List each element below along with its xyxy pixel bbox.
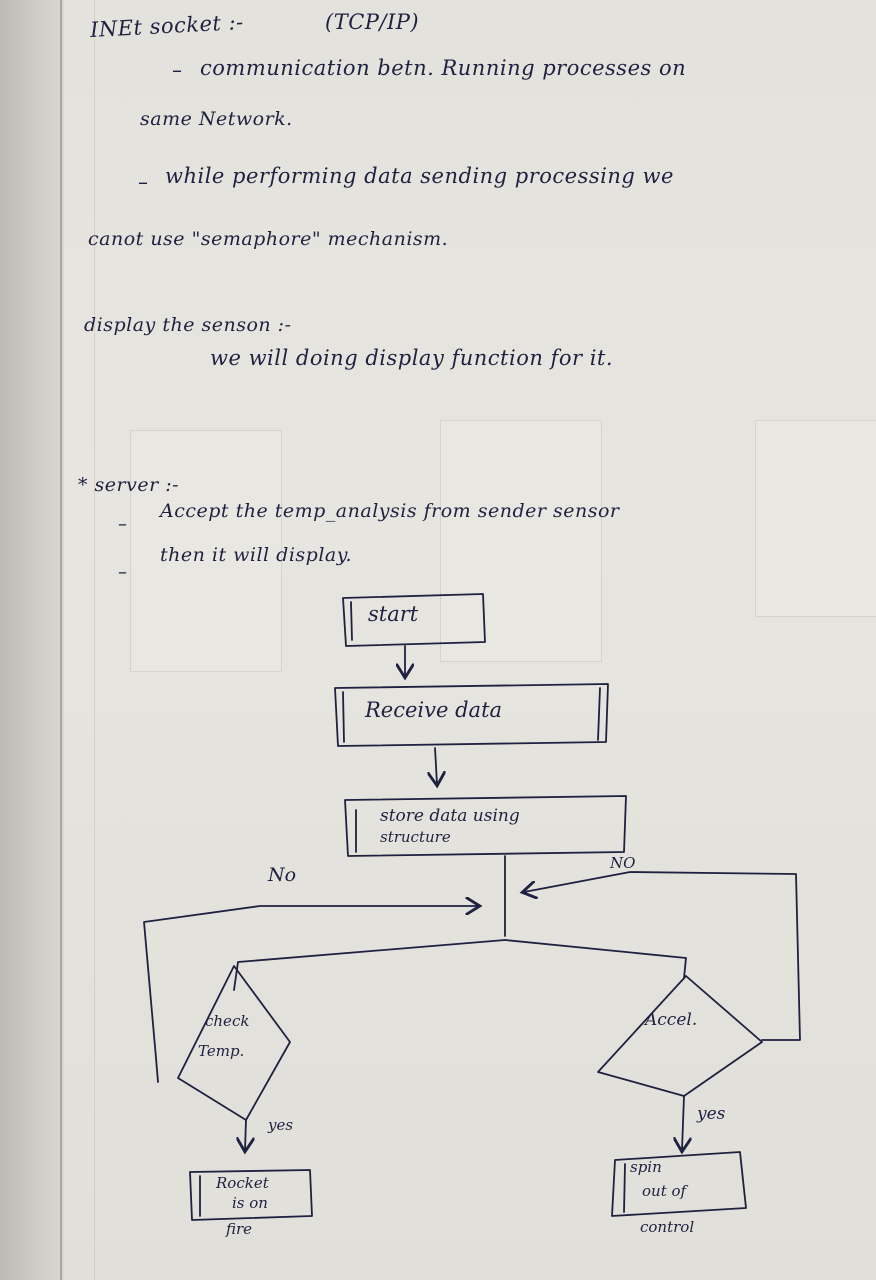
bleed-through-box [440, 420, 602, 662]
start-box-left-double [350, 601, 353, 641]
spin-label-line3: control [640, 1218, 695, 1236]
server-line-2: then it will display. [160, 544, 352, 566]
store-label-line1: store data using [380, 806, 520, 826]
arrow-check-yes [245, 1119, 246, 1150]
start-box [342, 593, 486, 647]
server-heading: * server :- [78, 474, 180, 496]
inet-protocol: (TCP/IP) [325, 10, 420, 34]
rocket-label-line2: is on [232, 1194, 268, 1212]
bullet-dash: – [138, 170, 148, 194]
arrow-receive-to-store [435, 747, 437, 784]
inet-line-2: same Network. [140, 108, 293, 130]
line-to-check-branch [233, 939, 506, 991]
inet-line-4: canot use "semaphore" mechanism. [88, 228, 449, 250]
no-label-left: No [268, 864, 297, 886]
bullet-dash: – [118, 562, 127, 583]
no-label-right: NO [610, 854, 636, 872]
no-loop-left [143, 906, 478, 1083]
store-label-line2: structure [380, 828, 451, 846]
bleed-through-box [130, 430, 282, 672]
store-box [344, 795, 627, 857]
arrow-accel-yes [682, 1095, 684, 1150]
no-loop-right [524, 871, 801, 1041]
margin-line [94, 0, 95, 1280]
display-line-1: we will doing display function for it. [210, 346, 614, 370]
notebook-spine [0, 0, 64, 1280]
check-label-line2: Temp. [198, 1042, 245, 1060]
check-label-line1: check [205, 1012, 250, 1030]
inet-line-1: communication betn. Running processes on [200, 56, 687, 80]
accel-label: Accel. [645, 1010, 698, 1030]
server-line-1: Accept the temp_analysis from sender sen… [160, 500, 620, 522]
receive-box [334, 683, 609, 747]
rocket-box [189, 1169, 313, 1221]
receive-box-right-double [597, 687, 601, 741]
receive-box-left-double [342, 691, 345, 743]
line-to-accel-branch [504, 939, 687, 979]
display-heading: display the senson :- [84, 314, 292, 336]
rocket-label-line3: fire [226, 1220, 253, 1238]
yes-label-right: yes [697, 1104, 726, 1124]
spin-box [611, 1151, 747, 1217]
bullet-dash: – [172, 58, 182, 82]
accel-diamond [597, 975, 763, 1097]
bleed-through-box [755, 420, 876, 617]
rocket-label-line1: Rocket [216, 1174, 269, 1192]
start-label: start [368, 602, 419, 626]
inet-line-3: while performing data sending processing… [165, 164, 674, 188]
spine-edge-line [60, 0, 62, 1280]
bullet-dash: – [118, 514, 127, 535]
spin-box-left-double [623, 1163, 626, 1213]
spin-label-line1: spin [630, 1158, 662, 1176]
yes-label-left: yes [268, 1116, 294, 1134]
receive-label: Receive data [365, 698, 503, 722]
spin-label-line2: out of [642, 1182, 687, 1200]
